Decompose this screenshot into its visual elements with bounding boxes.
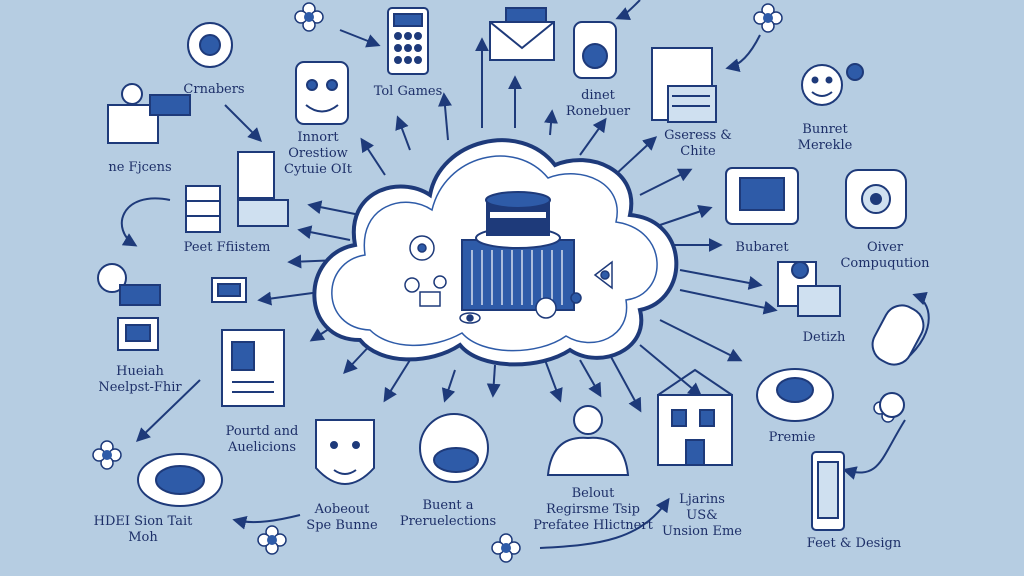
cloud-small-icons — [404, 235, 613, 324]
envelope-icon — [489, 7, 555, 61]
label-premie: Premie — [768, 430, 816, 445]
label-buent: Buent a Preruelections — [399, 498, 497, 529]
gadget-cluster-icon — [725, 167, 799, 225]
label-tol-games: Tol Games — [373, 84, 443, 99]
robot-face-icon — [295, 61, 349, 125]
document-icon — [221, 329, 285, 407]
label-hueiah: Hueiah Neelpst-Fhir — [98, 364, 182, 395]
label-oiver: Oiver Compuqution — [840, 240, 930, 271]
label-feet-design: Feet & Design — [806, 536, 902, 551]
pill-bottle-icon — [871, 304, 925, 418]
label-be-fjcens: ne Fjcens — [108, 160, 172, 175]
webcam-icon — [187, 22, 233, 68]
label-dinet: dinet Ronebuer — [565, 88, 631, 119]
label-hdei: HDEI Sion Tait Moh — [93, 514, 193, 545]
face-mask-icon — [315, 419, 375, 485]
label-gseress: Gseress & Chite — [664, 128, 732, 159]
label-ljarins: Ljarins US& Unsion Eme — [662, 492, 742, 539]
label-peet: Peet Ffiistem — [183, 240, 271, 255]
label-innort: Innort Orestiow Cytuie OIt — [284, 130, 352, 177]
person-bust-icon — [546, 405, 630, 476]
bracelet-icon — [756, 368, 834, 422]
label-pourtd: Pourtd and Auelicions — [225, 424, 299, 455]
webcam-stand-icon — [97, 263, 161, 351]
desk-person-icon — [107, 83, 191, 144]
monitor-icon — [845, 169, 907, 229]
chip-icon — [211, 277, 247, 303]
server-processor-icon — [461, 191, 575, 311]
label-crnabers: Crnabers — [183, 82, 245, 97]
tablet-icon — [651, 47, 717, 123]
label-belout: Belout Regirsme Tsip Prefatee Hlictnert — [533, 486, 653, 533]
filing-cabinet-icon — [185, 151, 289, 233]
document-stack-icon — [777, 261, 841, 317]
phone-icon — [387, 7, 429, 75]
speaker-icon — [573, 21, 617, 79]
label-bunret: Bunret Merekle — [797, 122, 853, 153]
smartphone-icon — [811, 451, 845, 531]
curved-arrows — [120, 0, 930, 549]
label-aobeout: Aobeout Spe Bunne — [306, 502, 378, 533]
connector-lines — [135, 29, 778, 442]
label-detizh: Detizh — [802, 330, 846, 345]
smiling-face-icon — [801, 63, 864, 106]
hand-bowl-icon — [419, 413, 489, 483]
shell-icon — [137, 453, 223, 507]
label-bubaret: Bubaret — [735, 240, 789, 255]
building-icon — [657, 368, 733, 466]
